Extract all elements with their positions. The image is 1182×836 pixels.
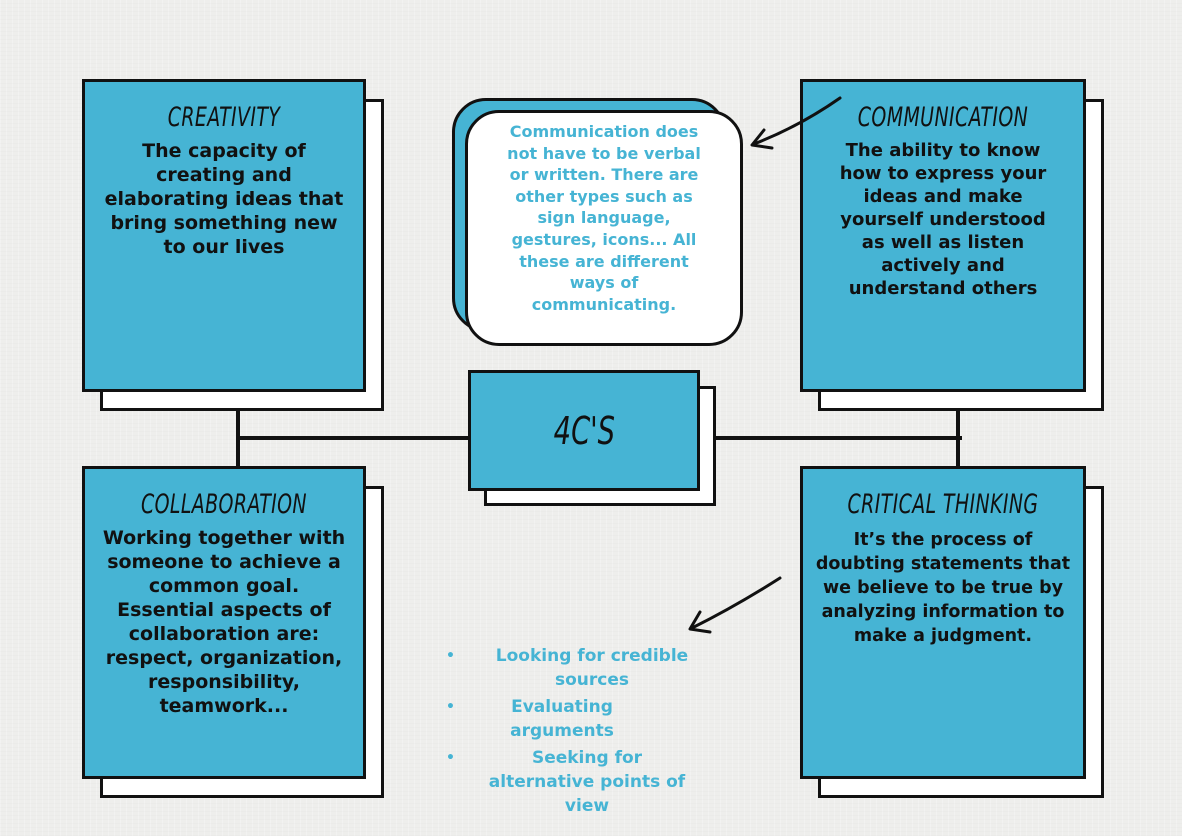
creativity-line: elaborating ideas that	[104, 188, 344, 210]
note-line: or written. There are	[509, 165, 699, 185]
bullet-dot: •	[446, 750, 455, 766]
bullet-dot: •	[446, 699, 455, 715]
list-item: • Evaluating arguments	[446, 695, 708, 743]
communication-title: COMMUNICATION	[857, 102, 1029, 133]
collaboration-line: someone to achieve a	[107, 551, 341, 573]
critical-thinking-title: CRITICAL THINKING	[847, 489, 1039, 520]
collaboration-line: responsibility,	[148, 671, 300, 693]
critical-thinking-line: we believe to be true by	[822, 578, 1064, 598]
communication-line: understand others	[848, 278, 1038, 299]
list-item: • Seeking for alternative points of view	[446, 746, 708, 818]
communication-line: as well as listen	[861, 232, 1025, 253]
critical-thinking-line: make a judgment.	[853, 626, 1033, 646]
list-item-line: Looking for credible	[495, 646, 689, 666]
note-line: gestures, icons... All	[511, 229, 697, 249]
connector-left-horizontal	[236, 436, 470, 440]
creativity-description: The capacity of creating and elaborating…	[85, 139, 363, 259]
note-line: other types such as	[515, 186, 693, 206]
collaboration-line: Working together with	[102, 527, 346, 549]
communication-description: The ability to know how to express your …	[803, 139, 1083, 300]
note-line: sign language,	[537, 208, 671, 228]
collaboration-line: common goal.	[148, 575, 300, 597]
collaboration-line: respect, organization,	[105, 647, 343, 669]
list-item-line: Evaluating	[511, 697, 613, 717]
communication-line: how to express your	[839, 163, 1047, 184]
creativity-line: The capacity of	[142, 140, 306, 162]
note-line: Communication does	[509, 122, 699, 141]
creativity-line: to our lives	[163, 236, 285, 258]
center-box: 4C'S	[468, 370, 700, 491]
list-item-line: sources	[554, 670, 629, 690]
critical-thinking-line: analyzing information to	[821, 602, 1065, 622]
collaboration-line: collaboration are:	[128, 623, 320, 645]
arrow-to-note-icon	[750, 96, 842, 150]
collaboration-title: COLLABORATION	[140, 489, 307, 520]
communication-line: yourself understood	[840, 209, 1046, 230]
critical-thinking-line: doubting statements that	[815, 554, 1071, 574]
note-line: not have to be verbal	[507, 143, 701, 163]
list-item-line: arguments	[510, 721, 614, 741]
connector-right-horizontal	[716, 436, 962, 440]
creativity-line: creating and	[156, 164, 292, 186]
list-item: • Looking for credible sources	[446, 644, 708, 692]
creativity-card: CREATIVITY The capacity of creating and …	[82, 79, 366, 392]
arrow-to-list-icon	[688, 576, 782, 634]
critical-thinking-description: It’s the process of doubting statements …	[803, 528, 1083, 648]
creativity-title: CREATIVITY	[167, 102, 281, 133]
communication-line: ideas and make	[863, 186, 1023, 207]
note-line: these are different	[519, 251, 689, 271]
critical-thinking-line: It’s the process of	[853, 530, 1033, 550]
collaboration-line: Essential aspects of	[117, 599, 331, 621]
list-item-line: alternative points of	[488, 772, 686, 792]
critical-thinking-card: CRITICAL THINKING It’s the process of do…	[800, 466, 1086, 779]
center-title: 4C'S	[553, 408, 615, 453]
collaboration-line: teamwork...	[159, 695, 289, 717]
critical-thinking-list: • Looking for credible sources • Evaluat…	[446, 644, 708, 818]
note-line: communicating.	[531, 294, 677, 314]
communication-line: The ability to know	[845, 140, 1041, 161]
collaboration-card: COLLABORATION Working together with some…	[82, 466, 366, 779]
list-item-line: view	[564, 796, 610, 816]
collaboration-description: Working together with someone to achieve…	[85, 526, 363, 718]
communication-note-text: Communication does not have to be verbal…	[468, 113, 740, 315]
bullet-dot: •	[446, 648, 455, 664]
communication-card: COMMUNICATION The ability to know how to…	[800, 79, 1086, 392]
communication-note-bubble: Communication does not have to be verbal…	[465, 110, 743, 346]
connector-left-vertical	[236, 390, 240, 468]
connector-right-vertical	[956, 390, 960, 470]
communication-line: actively and	[881, 255, 1005, 276]
note-line: ways of	[569, 273, 639, 293]
list-item-line: Seeking for	[531, 748, 643, 768]
creativity-line: bring something new	[110, 212, 338, 234]
